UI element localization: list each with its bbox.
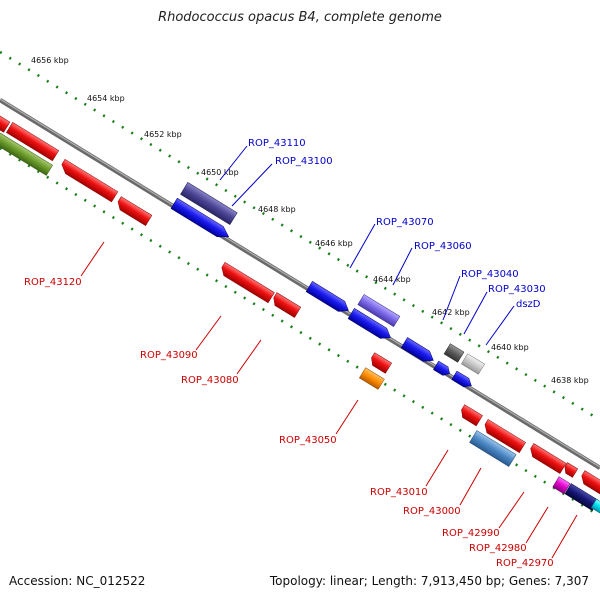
gene-label-rop-43100[interactable]: ROP_43100 xyxy=(275,156,333,167)
gene-feature[interactable] xyxy=(368,352,393,374)
topology-text: Topology: linear; Length: 7,913,450 bp; … xyxy=(269,574,589,588)
gene-label-rop-43080[interactable]: ROP_43080 xyxy=(181,375,239,386)
gene-label-rop-43000[interactable]: ROP_43000 xyxy=(403,506,461,517)
ruler-label: 4646 kbp xyxy=(315,239,353,248)
ruler-track-top xyxy=(0,50,600,422)
ruler-label: 4648 kbp xyxy=(258,205,296,214)
gene-feature-rop-43080[interactable] xyxy=(271,292,302,318)
ruler-label: 4650 kbp xyxy=(201,168,239,177)
gene-label-dszd[interactable]: dszD xyxy=(516,299,541,310)
gene-label-rop-42970[interactable]: ROP_42970 xyxy=(496,558,554,569)
gene-feature-rop-43100[interactable] xyxy=(170,197,232,242)
gene-label-rop-43110[interactable]: ROP_43110 xyxy=(248,138,306,149)
gene-feature-rop-43120[interactable] xyxy=(59,158,119,203)
gene-feature[interactable] xyxy=(482,419,526,453)
ruler-label: 4640 kbp xyxy=(491,343,529,352)
gene-labels-bottom: ROP_43120 ROP_43090 ROP_43080 ROP_43050 … xyxy=(24,277,554,569)
gene-feature-rop-43010[interactable] xyxy=(458,404,483,427)
gene-feature-rop-43040[interactable] xyxy=(400,337,436,366)
gene-feature-dszd[interactable] xyxy=(460,353,486,375)
gene-feature[interactable] xyxy=(433,360,452,378)
ruler-label: 4652 kbp xyxy=(144,130,182,139)
accession-text: Accession: NC_012522 xyxy=(9,574,146,588)
gene-feature-rop-43060[interactable] xyxy=(357,294,401,327)
gene-feature-rop-43110[interactable] xyxy=(180,182,238,225)
map-title: Rhodococcus opacus B4, complete genome xyxy=(158,10,442,25)
gene-feature[interactable] xyxy=(347,308,393,342)
gene-label-rop-43040[interactable]: ROP_43040 xyxy=(461,269,519,280)
gene-feature[interactable] xyxy=(579,470,600,498)
leader-lines-top xyxy=(219,145,515,346)
ruler-labels: 4656 kbp 4654 kbp 4652 kbp 4650 kbp 4648… xyxy=(31,56,589,385)
gene-feature-rop-42990[interactable] xyxy=(528,443,567,474)
gene-features xyxy=(0,113,600,516)
gene-label-rop-42990[interactable]: ROP_42990 xyxy=(442,528,500,539)
ruler-label: 4642 kbp xyxy=(432,308,470,317)
gene-feature-rop-43000[interactable] xyxy=(469,430,517,467)
gene-feature-rop-42980[interactable] xyxy=(552,476,571,495)
gene-label-rop-42980[interactable]: ROP_42980 xyxy=(469,543,527,554)
gene-feature-rop-43090[interactable] xyxy=(219,261,275,304)
gene-label-rop-43120[interactable]: ROP_43120 xyxy=(24,277,82,288)
ruler-label: 4656 kbp xyxy=(31,56,69,65)
genome-backbone xyxy=(0,98,600,470)
gene-feature[interactable] xyxy=(0,129,53,176)
gene-feature[interactable] xyxy=(590,498,600,516)
gene-label-rop-43050[interactable]: ROP_43050 xyxy=(279,435,337,446)
ruler-label: 4644 kbp xyxy=(373,275,411,284)
gene-feature[interactable] xyxy=(6,122,60,162)
gene-feature[interactable] xyxy=(115,196,153,226)
gene-labels-top: ROP_43110 ROP_43100 ROP_43070 ROP_43060 … xyxy=(248,138,546,310)
gene-feature-rop-43070[interactable] xyxy=(305,281,351,315)
gene-feature-rop-43030[interactable] xyxy=(443,343,465,363)
leader-lines-bottom xyxy=(80,241,578,559)
gene-feature-rop-42970[interactable] xyxy=(564,483,599,511)
gene-label-rop-43060[interactable]: ROP_43060 xyxy=(414,241,472,252)
gene-feature[interactable] xyxy=(562,462,579,478)
gene-feature[interactable] xyxy=(0,113,11,133)
gene-feature-rop-43050[interactable] xyxy=(358,367,385,390)
ruler-label: 4654 kbp xyxy=(87,94,125,103)
gene-label-rop-43070[interactable]: ROP_43070 xyxy=(376,217,434,228)
ruler-label: 4638 kbp xyxy=(551,376,589,385)
gene-label-rop-43090[interactable]: ROP_43090 xyxy=(140,350,198,361)
gene-label-rop-43010[interactable]: ROP_43010 xyxy=(370,487,428,498)
gene-feature[interactable] xyxy=(451,370,474,390)
gene-label-rop-43030[interactable]: ROP_43030 xyxy=(488,284,546,295)
